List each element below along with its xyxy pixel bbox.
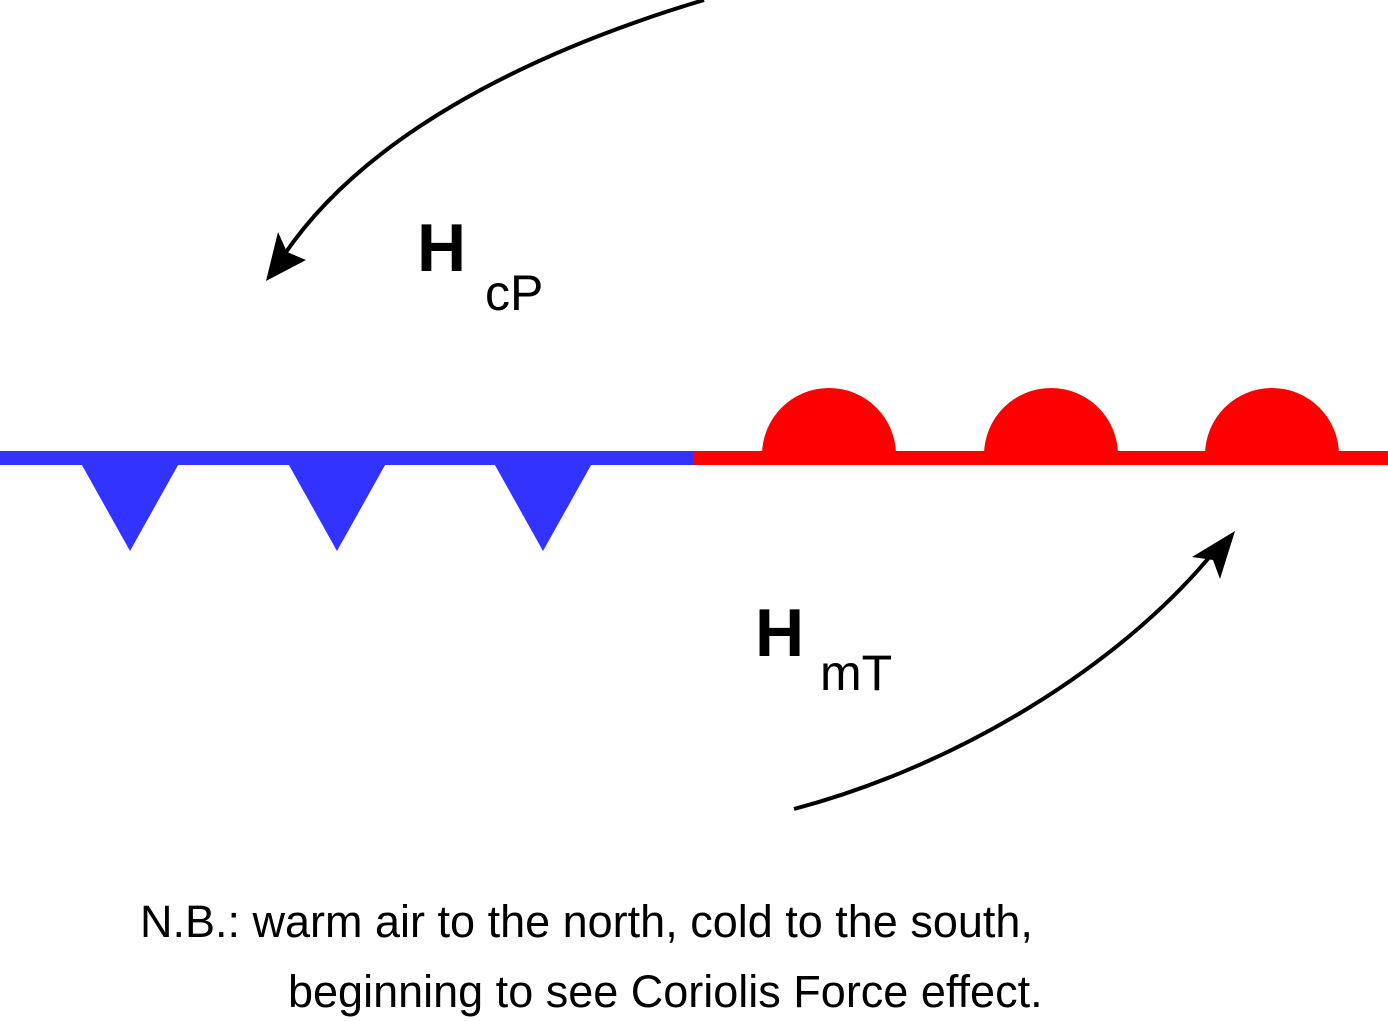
top-arrow-head xyxy=(266,232,306,281)
bottom-airflow-arrow xyxy=(793,531,1235,811)
warm-front-semicircle xyxy=(762,388,896,455)
bottom-arrow-head xyxy=(1192,531,1235,579)
top-arrow-curve xyxy=(280,0,705,260)
top-airflow-arrow xyxy=(266,0,705,281)
warm-front xyxy=(694,388,1388,465)
high-cp-letter: H xyxy=(417,210,466,286)
note-line-2: beginning to see Coriolis Force effect. xyxy=(288,966,1043,1017)
note-line-1: N.B.: warm air to the north, cold to the… xyxy=(140,896,1033,947)
high-cp-subscript: cP xyxy=(485,265,543,321)
cold-front xyxy=(0,451,694,551)
high-mt-letter: H xyxy=(755,595,804,671)
cold-front-triangle xyxy=(78,458,182,551)
cold-front-triangle xyxy=(491,458,595,551)
cold-front-triangle xyxy=(285,458,389,551)
warm-front-semicircle xyxy=(984,388,1118,455)
high-mt-subscript: mT xyxy=(820,645,892,701)
warm-front-semicircle xyxy=(1205,388,1339,455)
bottom-arrow-curve xyxy=(793,552,1214,811)
